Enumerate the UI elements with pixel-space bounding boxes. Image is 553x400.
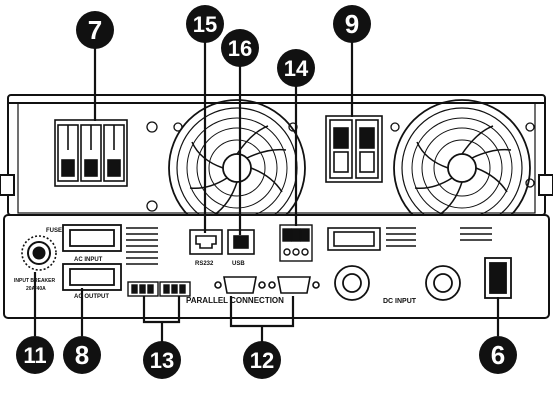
- screw-icon: [146, 121, 158, 133]
- parallel-connection-label: PARALLEL CONNECTION: [186, 296, 284, 305]
- input-breaker-knob: [21, 235, 57, 271]
- fuse-label: FUSE: [46, 228, 62, 234]
- cooling-fan-left: [168, 99, 306, 237]
- parallel-terminal-block: [279, 224, 313, 262]
- callout-9: 9: [333, 5, 371, 43]
- rs232-port: [189, 229, 223, 255]
- usb-label: USB: [232, 261, 245, 267]
- screw-icon: [525, 122, 535, 132]
- svg-text:12: 12: [250, 348, 274, 373]
- power-switch: [484, 257, 512, 299]
- svg-text:11: 11: [23, 343, 46, 368]
- callout-12: 12: [243, 341, 281, 379]
- svg-text:6: 6: [491, 340, 505, 370]
- rs232-label: RS232: [195, 261, 214, 267]
- current-sharing-terminals: [127, 281, 191, 297]
- svg-text:7: 7: [88, 15, 102, 45]
- dc-input-terminals: [334, 265, 461, 301]
- callout-15: 15: [186, 5, 224, 43]
- callout-14: 14: [277, 49, 315, 87]
- usb-port: [227, 229, 255, 255]
- svg-text:14: 14: [284, 56, 309, 81]
- dc-input-label: DC INPUT: [383, 298, 417, 305]
- callout-leaders: [33, 40, 500, 342]
- screw-icon: [146, 200, 158, 212]
- ac-output-connector: [62, 263, 122, 291]
- dc-cover: [327, 227, 381, 251]
- svg-text:8: 8: [75, 340, 89, 370]
- callout-11: 11: [16, 336, 54, 374]
- terminal-block-right: [325, 115, 383, 183]
- ac-input-connector: [62, 224, 122, 252]
- svg-text:16: 16: [228, 36, 252, 61]
- ac-output-label: AC OUTPUT: [74, 294, 109, 300]
- chassis-screws: [146, 121, 535, 212]
- callout-13: 13: [143, 341, 181, 379]
- vent-slots: [126, 227, 492, 265]
- svg-text:9: 9: [345, 9, 359, 39]
- callout-16: 16: [221, 29, 259, 67]
- ac-input-label: AC INPUT: [74, 257, 103, 263]
- terminal-block-left: [54, 119, 128, 187]
- screw-icon: [390, 122, 400, 132]
- callout-6: 6: [479, 336, 517, 374]
- svg-text:15: 15: [193, 12, 217, 37]
- callout-7: 7: [76, 11, 114, 49]
- svg-text:13: 13: [150, 348, 174, 373]
- parallel-db9-ports: [214, 276, 320, 294]
- callout-8: 8: [63, 336, 101, 374]
